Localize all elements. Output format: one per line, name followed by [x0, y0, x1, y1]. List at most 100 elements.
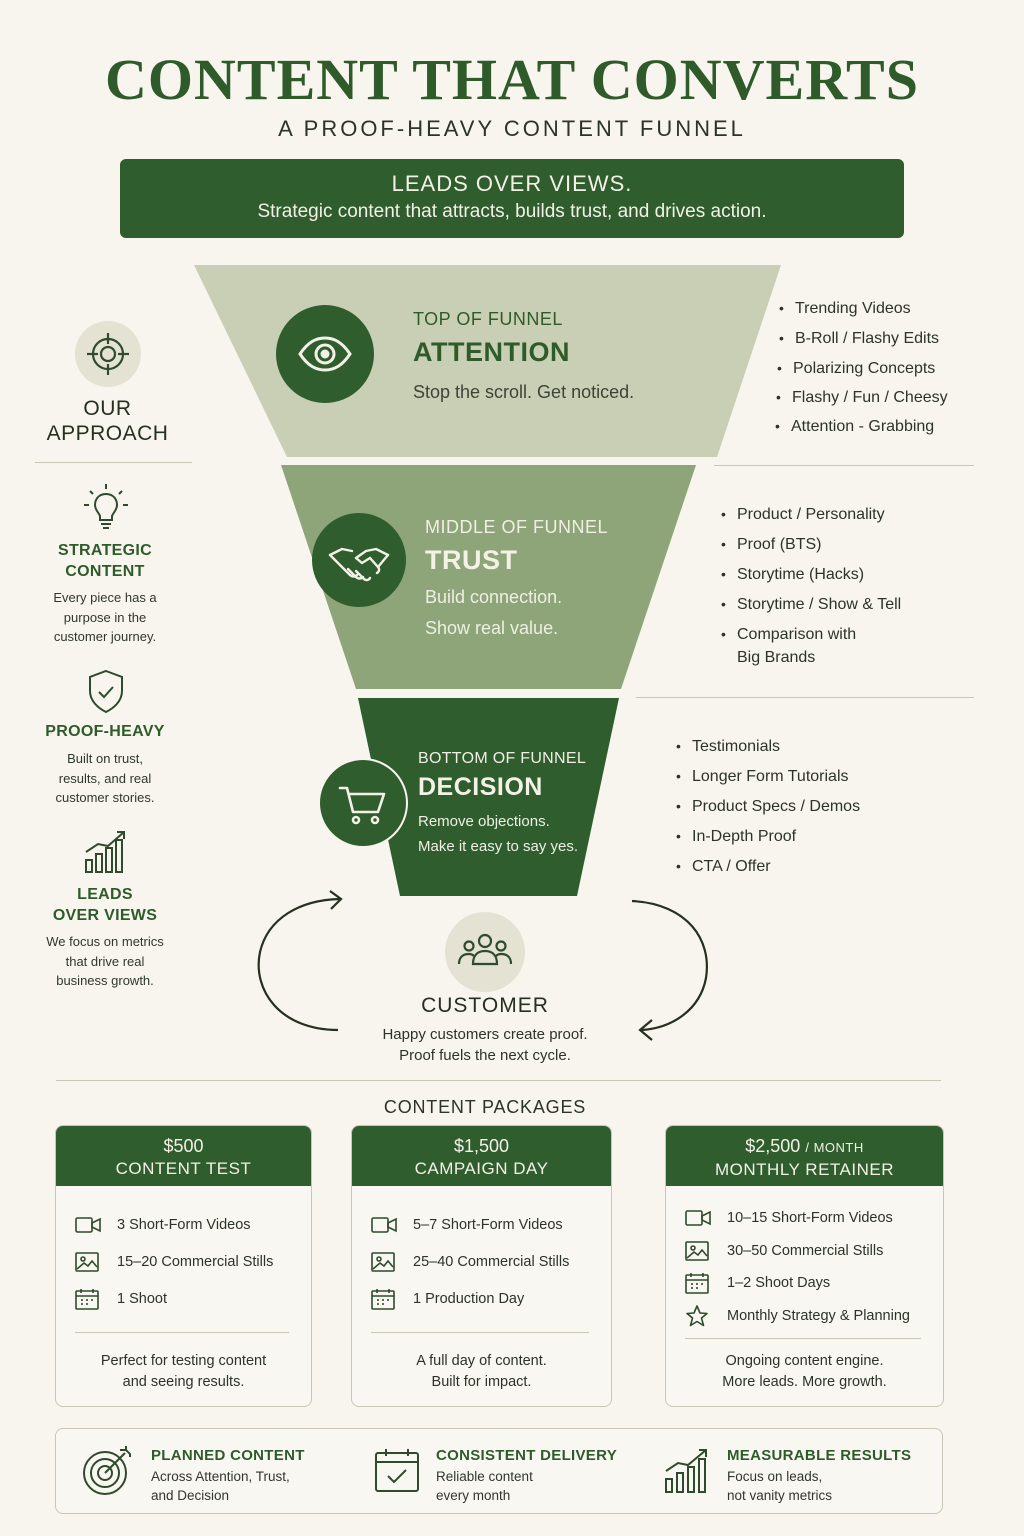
- eye-icon: [276, 305, 374, 403]
- feature-leads-body: We focus on metrics that drive real busi…: [30, 932, 180, 991]
- package-footer-line: Built for impact.: [431, 1374, 532, 1390]
- package-feature: Monthly Strategy & Planning: [685, 1300, 943, 1333]
- funnel-bottom-label: BOTTOM OF FUNNEL: [418, 750, 587, 767]
- video-icon: [371, 1216, 397, 1233]
- calendar-check-icon: [373, 1447, 421, 1500]
- funnel-desc-line: Show real value.: [425, 618, 559, 638]
- feature-body-line: We focus on metrics: [46, 934, 164, 949]
- target-icon: [75, 321, 141, 387]
- feature-strategic-body: Every piece has a purpose in the custome…: [30, 588, 180, 647]
- funnel-middle-bullets: Product / Personality Proof (BTS) Storyt…: [721, 506, 901, 672]
- feature-body-line: results, and real: [58, 770, 152, 786]
- video-icon: [685, 1210, 711, 1227]
- benefit-title: PLANNED CONTENT: [151, 1447, 305, 1464]
- approach-title: OUR APPROACH: [30, 396, 185, 446]
- divider: [371, 1332, 589, 1333]
- calendar-icon: [685, 1273, 709, 1295]
- page-title: CONTENT THAT CONVERTS: [105, 47, 919, 112]
- funnel-bottom-stage: [358, 698, 619, 896]
- divider: [636, 697, 974, 698]
- divider: [75, 1332, 289, 1333]
- list-item: Trending Videos: [779, 300, 948, 330]
- funnel-top-label: TOP OF FUNNEL: [413, 309, 563, 329]
- package-feature-text: 1–2 Shoot Days: [727, 1275, 831, 1292]
- people-icon: [445, 912, 525, 992]
- banner-tagline: Strategic content that attracts, builds …: [257, 201, 767, 222]
- package-feature-text: 5–7 Short-Form Videos: [413, 1216, 563, 1233]
- feature-strategic-title: STRATEGIC CONTENT: [30, 540, 180, 582]
- package-features: 3 Short-Form Videos 15–20 Commercial Sti…: [56, 1186, 311, 1317]
- package-name: CAMPAIGN DAY: [414, 1159, 549, 1178]
- funnel-bottom-bullets: Testimonials Longer Form Tutorials Produ…: [676, 738, 860, 888]
- list-item: Comparison with: [721, 626, 901, 649]
- funnel-desc-line: Remove objections.: [418, 813, 550, 830]
- lightbulb-icon: [80, 482, 132, 532]
- benefit-title: MEASURABLE RESULTS: [727, 1447, 912, 1464]
- package-price-value: $2,500: [745, 1136, 801, 1156]
- image-icon: [75, 1251, 99, 1272]
- package-feature: 25–40 Commercial Stills: [371, 1243, 611, 1280]
- package-card-campaign-day[interactable]: $1,500 CAMPAIGN DAY 5–7 Short-Form Video…: [351, 1125, 612, 1407]
- package-card-content-test[interactable]: $500 CONTENT TEST 3 Short-Form Videos 15…: [55, 1125, 312, 1407]
- package-feature-text: 1 Production Day: [413, 1290, 525, 1307]
- customer-desc-line: Happy customers create proof.: [382, 1026, 588, 1043]
- packages-heading: CONTENT PACKAGES: [383, 1097, 587, 1117]
- cycle-arrowhead-left: [329, 890, 343, 910]
- list-item: Polarizing Concepts: [777, 360, 948, 389]
- cycle-arrowhead-right: [638, 1019, 653, 1041]
- package-footer: A full day of content. Built for impact.: [352, 1351, 611, 1393]
- list-item: Storytime / Show & Tell: [721, 596, 901, 626]
- funnel-middle-desc: Build connection. Show real value.: [425, 582, 562, 644]
- divider: [35, 462, 192, 463]
- package-feature-text: 30–50 Commercial Stills: [727, 1242, 884, 1259]
- package-feature: 15–20 Commercial Stills: [75, 1243, 311, 1280]
- package-features: 10–15 Short-Form Videos 30–50 Commercial…: [666, 1186, 943, 1332]
- customer-desc-line: Proof fuels the next cycle.: [399, 1047, 571, 1064]
- package-feature: 5–7 Short-Form Videos: [371, 1206, 611, 1243]
- funnel-middle-label: MIDDLE OF FUNNEL: [425, 517, 609, 537]
- package-price: $2,500 / MONTH: [666, 1136, 943, 1158]
- package-footer-line: Perfect for testing content: [100, 1353, 267, 1369]
- package-footer-line: and seeing results.: [122, 1374, 245, 1390]
- list-item: Flashy / Fun / Cheesy: [776, 389, 948, 418]
- package-feature-text: 15–20 Commercial Stills: [117, 1253, 274, 1270]
- package-features: 5–7 Short-Form Videos 25–40 Commercial S…: [352, 1186, 611, 1317]
- package-name: CONTENT TEST: [115, 1159, 252, 1178]
- package-feature: 1–2 Shoot Days: [685, 1267, 943, 1300]
- calendar-icon: [75, 1288, 99, 1310]
- star-icon: [686, 1304, 708, 1327]
- package-header: $1,500 CAMPAIGN DAY: [352, 1126, 611, 1186]
- cycle-arrow-right: [631, 899, 708, 1032]
- list-item: Product / Personality: [721, 506, 901, 536]
- package-card-monthly-retainer[interactable]: $2,500 / MONTH MONTHLY RETAINER 10–15 Sh…: [665, 1125, 944, 1407]
- benefit-body: Focus on leads, not vanity metrics: [727, 1467, 832, 1505]
- list-item: Product Specs / Demos: [676, 798, 860, 828]
- benefit-body: Across Attention, Trust, and Decision: [151, 1467, 290, 1505]
- growth-chart-icon: [663, 1447, 711, 1500]
- image-icon: [371, 1251, 395, 1272]
- feature-title-line: PROOF-HEAVY: [45, 723, 165, 740]
- package-header: $2,500 / MONTH MONTHLY RETAINER: [666, 1126, 943, 1186]
- benefit-body-line: Reliable content: [436, 1469, 533, 1484]
- calendar-icon: [371, 1288, 395, 1310]
- funnel-top-bullets: Trending Videos B-Roll / Flashy Edits Po…: [775, 300, 948, 447]
- benefit-body-line: every month: [436, 1488, 511, 1503]
- feature-proof-title: PROOF-HEAVY: [30, 721, 180, 742]
- list-item: Storytime (Hacks): [721, 566, 901, 596]
- list-item: B-Roll / Flashy Edits: [779, 330, 948, 360]
- benefit-body: Reliable content every month: [436, 1467, 533, 1505]
- package-feature: 1 Production Day: [371, 1280, 611, 1317]
- feature-title-line: LEADS: [77, 886, 133, 903]
- feature-body-line: Built on trust,: [67, 751, 143, 766]
- customer-desc: Happy customers create proof. Proof fuel…: [330, 1024, 640, 1066]
- customer-title: CUSTOMER: [421, 994, 549, 1017]
- feature-title-line: STRATEGIC: [58, 542, 152, 559]
- package-price: $1,500: [453, 1136, 510, 1156]
- feature-leads-title: LEADS OVER VIEWS: [30, 884, 180, 926]
- cycle-arrow-left: [257, 897, 341, 1032]
- divider: [56, 1080, 941, 1081]
- benefit-body-line: not vanity metrics: [727, 1488, 833, 1503]
- feature-body-line: Every piece has a: [53, 590, 157, 605]
- funnel-bottom-title: DECISION: [418, 773, 543, 801]
- funnel-top-desc: Stop the scroll. Get noticed.: [413, 382, 635, 402]
